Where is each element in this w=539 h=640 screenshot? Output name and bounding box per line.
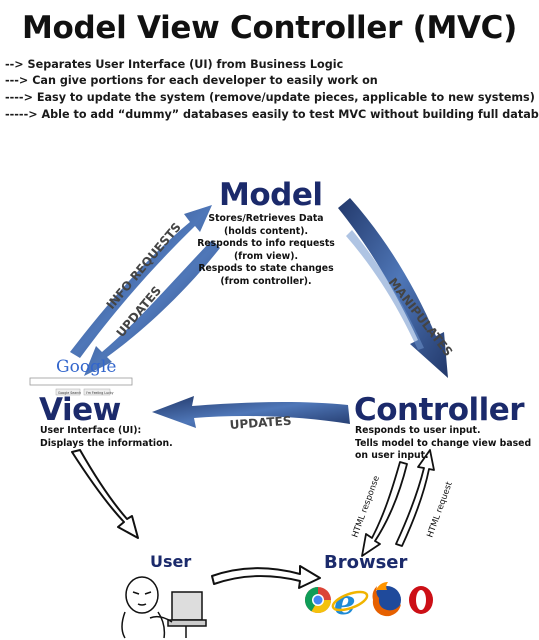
updates-controller-to-view-arrow <box>152 396 350 428</box>
model-description: Stores/Retrieves Data (holds content). R… <box>196 213 336 288</box>
feeling-lucky-button-label: I'm Feeling Lucky <box>86 391 114 395</box>
firefox-icon <box>372 582 401 617</box>
google-homepage-thumbnail: Google Google Search I'm Feeling Lucky <box>29 357 133 396</box>
model-desc-line: Respods to state changes <box>198 263 334 274</box>
bullet-4: -----> Able to add “dummy” databases eas… <box>5 108 539 121</box>
bullet-3: ----> Easy to update the system (remove/… <box>5 91 535 104</box>
view-to-user-arrow <box>71 449 139 539</box>
model-desc-line: Stores/Retrieves Data <box>208 213 324 224</box>
model-desc-line: Responds to info requests <box>197 238 335 249</box>
model-title: Model <box>219 177 323 213</box>
controller-description: Responds to user input. Tells model to c… <box>355 425 531 463</box>
chrome-icon <box>304 587 332 614</box>
bullet-2: ---> Can give portions for each develope… <box>5 74 378 87</box>
updates-controller-view-label: UPDATES <box>229 414 292 432</box>
opera-icon <box>409 586 433 614</box>
controller-title: Controller <box>354 392 525 428</box>
view-title: View <box>39 392 121 428</box>
view-description: User Interface (UI): Displays the inform… <box>40 425 173 450</box>
svg-text:e: e <box>334 583 356 623</box>
model-desc-line: (from view). <box>233 250 299 262</box>
view-desc-line: User Interface (UI): <box>40 425 142 436</box>
view-desc-line: Displays the information. <box>40 437 173 449</box>
manipulates-arrow <box>338 198 448 378</box>
html-request-label: HTML request <box>425 480 455 539</box>
model-desc-line: (from controller). <box>220 275 312 287</box>
bullet-1: --> Separates User Interface (UI) from B… <box>5 58 344 71</box>
user-to-browser-arrow <box>211 565 321 589</box>
user-title: User <box>150 552 192 571</box>
updates-model-to-view-arrow <box>84 240 220 376</box>
controller-desc-line: on user input. <box>355 450 429 461</box>
html-request-arrow <box>395 449 435 547</box>
controller-desc-line: Tells model to change view based <box>355 437 532 449</box>
user-at-computer-icon <box>121 576 207 639</box>
html-response-arrow <box>361 461 408 557</box>
model-desc-line: (holds content). <box>224 225 308 237</box>
google-search-button-label: Google Search <box>58 391 81 395</box>
page-title: Model View Controller (MVC) <box>21 10 517 46</box>
info-requests-arrow <box>70 205 212 358</box>
controller-desc-line: Responds to user input. <box>355 425 481 436</box>
feeling-lucky-button <box>83 388 111 396</box>
google-logo: Google <box>56 357 116 377</box>
google-search-box <box>29 377 133 386</box>
browser-title: Browser <box>324 552 408 573</box>
internet-explorer-icon: e <box>331 583 369 623</box>
google-search-button <box>55 388 81 396</box>
